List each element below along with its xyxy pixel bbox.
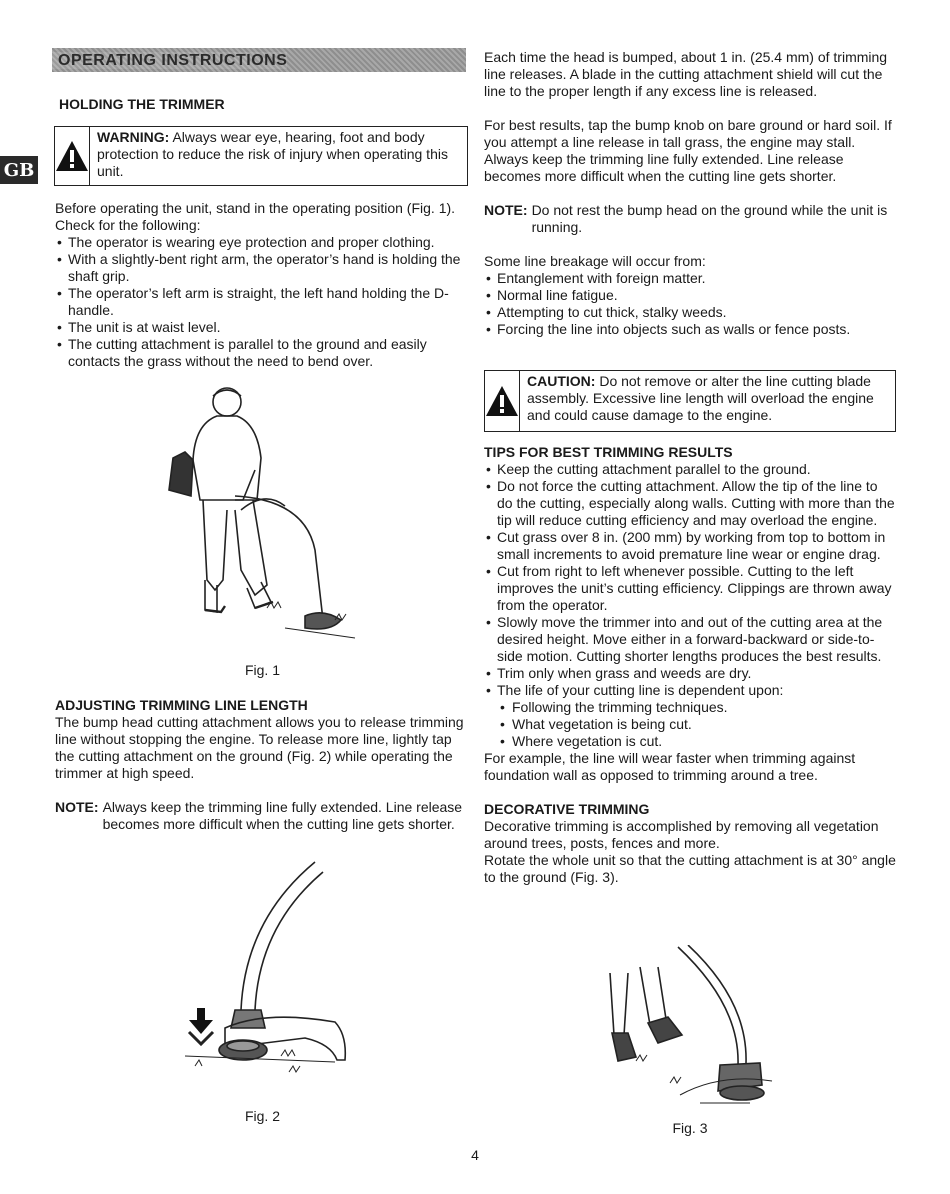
list-item: Do not force the cutting attachment. All… <box>484 478 896 529</box>
decorative-paragraph-1: Decorative trimming is accomplished by r… <box>484 818 879 851</box>
caution-text-block: CAUTION: Do not remove or alter the line… <box>520 371 895 431</box>
warning-text-block: WARNING: Always wear eye, hearing, foot … <box>90 127 467 185</box>
note-text: Do not rest the bump head on the ground … <box>531 202 888 235</box>
list-item: Normal line fatigue. <box>484 287 896 304</box>
adjusting-heading: ADJUSTING TRIMMING LINE LENGTH <box>55 697 308 713</box>
best-results-paragraph: For best results, tap the bump knob on b… <box>484 117 892 184</box>
decorative-heading: DECORATIVE TRIMMING <box>484 801 650 817</box>
list-item: The operator’s left arm is straight, the… <box>55 285 465 319</box>
list-item: Attempting to cut thick, stalky weeds. <box>484 304 896 321</box>
breakage-list: Entanglement with foreign matter. Normal… <box>484 270 896 338</box>
holding-intro: Before operating the unit, stand in the … <box>55 200 456 233</box>
tips-list: Keep the cutting attachment parallel to … <box>484 461 896 699</box>
warning-box: WARNING: Always wear eye, hearing, foot … <box>54 126 468 186</box>
list-item: Trim only when grass and weeds are dry. <box>484 665 896 682</box>
warning-icon <box>56 141 88 171</box>
page-number: 4 <box>471 1147 479 1163</box>
right-column-top: Each time the head is bumped, about 1 in… <box>484 49 896 338</box>
warning-label: WARNING: <box>97 129 170 145</box>
right-note: NOTE: Do not rest the bump head on the g… <box>484 202 896 236</box>
section-banner: Operating Instructions <box>52 48 466 72</box>
adjusting-section: ADJUSTING TRIMMING LINE LENGTH The bump … <box>55 697 465 833</box>
note-text: Always keep the trimming line fully exte… <box>102 799 463 832</box>
tips-sublist: Following the trimming techniques. What … <box>484 699 896 750</box>
figure-1-operator-illustration <box>168 387 356 639</box>
list-item: What vegetation is being cut. <box>484 716 896 733</box>
breakage-intro: Some line breakage will occur from: <box>484 253 706 269</box>
holding-checklist: The operator is wearing eye protection a… <box>55 234 465 370</box>
list-item: Keep the cutting attachment parallel to … <box>484 461 896 478</box>
holding-content: Before operating the unit, stand in the … <box>55 200 465 370</box>
banner-title: Operating Instructions <box>52 51 288 69</box>
caution-icon-cell <box>485 371 520 431</box>
list-item: With a slightly-bent right arm, the oper… <box>55 251 465 285</box>
list-item: Slowly move the trimmer into and out of … <box>484 614 896 665</box>
figure-3-caption: Fig. 3 <box>672 1120 708 1136</box>
list-item: The cutting attachment is parallel to th… <box>55 336 465 370</box>
caution-box: CAUTION: Do not remove or alter the line… <box>484 370 896 432</box>
list-item: The life of your cutting line is depende… <box>484 682 896 699</box>
adjusting-body: The bump head cutting attachment allows … <box>55 714 464 781</box>
warning-text: Always wear eye, hearing, foot and body … <box>97 129 448 179</box>
decorative-paragraph-2: Rotate the whole unit so that the cuttin… <box>484 852 896 885</box>
holding-heading: HOLDING THE TRIMMER <box>59 96 225 112</box>
list-item: Forcing the line into objects such as wa… <box>484 321 896 338</box>
note-label: NOTE: <box>55 799 99 815</box>
note-label: NOTE: <box>484 202 528 218</box>
list-item: Cut grass over 8 in. (200 mm) by working… <box>484 529 896 563</box>
list-item: The operator is wearing eye protection a… <box>55 234 465 251</box>
list-item: The unit is at waist level. <box>55 319 465 336</box>
list-item: Following the trimming techniques. <box>484 699 896 716</box>
figure-2-caption: Fig. 2 <box>244 1108 280 1124</box>
figure-3-decorative-trimming-illustration <box>609 945 773 1104</box>
warning-icon-cell <box>55 127 90 185</box>
list-item: Where vegetation is cut. <box>484 733 896 750</box>
figure-2-bump-head-illustration <box>185 861 347 1073</box>
caution-text: Do not remove or alter the line cutting … <box>527 373 874 423</box>
tips-after: For example, the line will wear faster w… <box>484 750 856 783</box>
list-item: Cut from right to left whenever possible… <box>484 563 896 614</box>
list-item: Entanglement with foreign matter. <box>484 270 896 287</box>
adjusting-note: NOTE: Always keep the trimming line full… <box>55 799 465 833</box>
language-tab-gb: GB <box>0 156 38 184</box>
bump-paragraph: Each time the head is bumped, about 1 in… <box>484 49 888 99</box>
caution-label: CAUTION: <box>527 373 596 389</box>
tips-section: TIPS FOR BEST TRIMMING RESULTS Keep the … <box>484 444 896 886</box>
warning-icon <box>486 386 518 416</box>
figure-1-caption: Fig. 1 <box>244 662 280 678</box>
tips-heading: TIPS FOR BEST TRIMMING RESULTS <box>484 444 733 460</box>
